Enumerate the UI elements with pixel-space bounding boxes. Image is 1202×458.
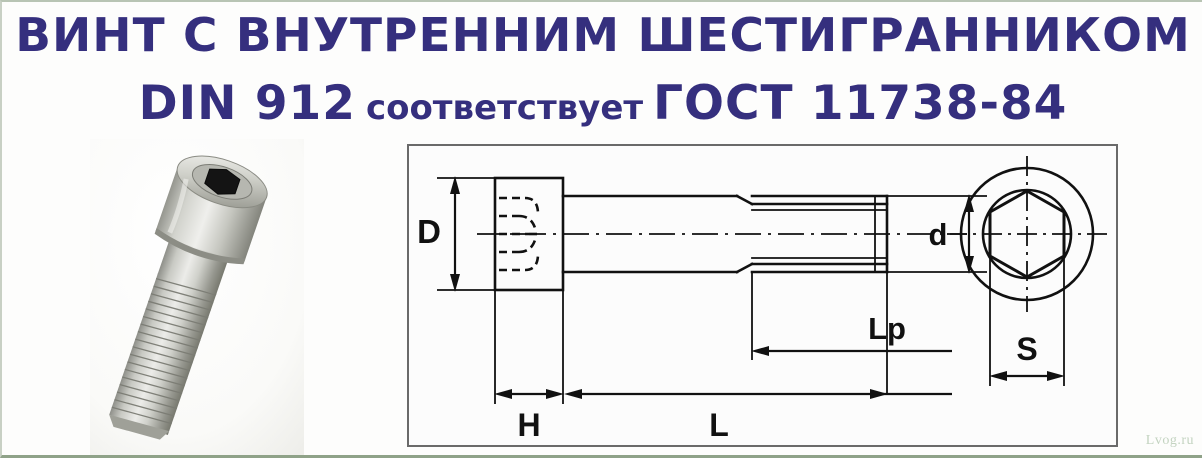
arrow-d-top bbox=[450, 176, 460, 194]
screw-photo-illustration bbox=[90, 139, 304, 455]
arrow-l-left bbox=[564, 389, 582, 399]
dimension-label-d: d bbox=[929, 217, 948, 252]
arrow-h-left bbox=[494, 389, 512, 399]
standard-gost-label: ГОСТ 11738-84 bbox=[653, 76, 1068, 131]
end-view bbox=[947, 156, 1107, 312]
arrow-s-right bbox=[1047, 371, 1065, 381]
technical-drawing: D d Lp bbox=[407, 144, 1118, 447]
arrow-l-right bbox=[870, 389, 888, 399]
page-title: ВИНТ С ВНУТРЕННИМ ШЕСТИГРАННИКОМ bbox=[15, 8, 1191, 62]
arrow-lp-left bbox=[751, 346, 769, 356]
screw-photo bbox=[90, 139, 304, 455]
arrow-d-bottom bbox=[450, 274, 460, 292]
screw-dimension-diagram: D d Lp bbox=[409, 146, 1116, 445]
standard-din-label: DIN 912 bbox=[138, 76, 356, 131]
site-watermark: Lvog.ru bbox=[1145, 433, 1194, 448]
dimension-label-S: S bbox=[1016, 331, 1037, 367]
dimension-label-H: H bbox=[517, 407, 540, 443]
dimension-label-L: L bbox=[709, 407, 729, 443]
arrow-s-left bbox=[989, 371, 1007, 381]
arrow-h-right bbox=[546, 389, 564, 399]
title-block: ВИНТ С ВНУТРЕННИМ ШЕСТИГРАННИКОМ DIN 912… bbox=[2, 2, 1202, 140]
conjunction-label: соответствует bbox=[365, 88, 644, 128]
dimension-label-Lp: Lp bbox=[868, 311, 906, 346]
dimension-label-D: D bbox=[417, 213, 441, 250]
